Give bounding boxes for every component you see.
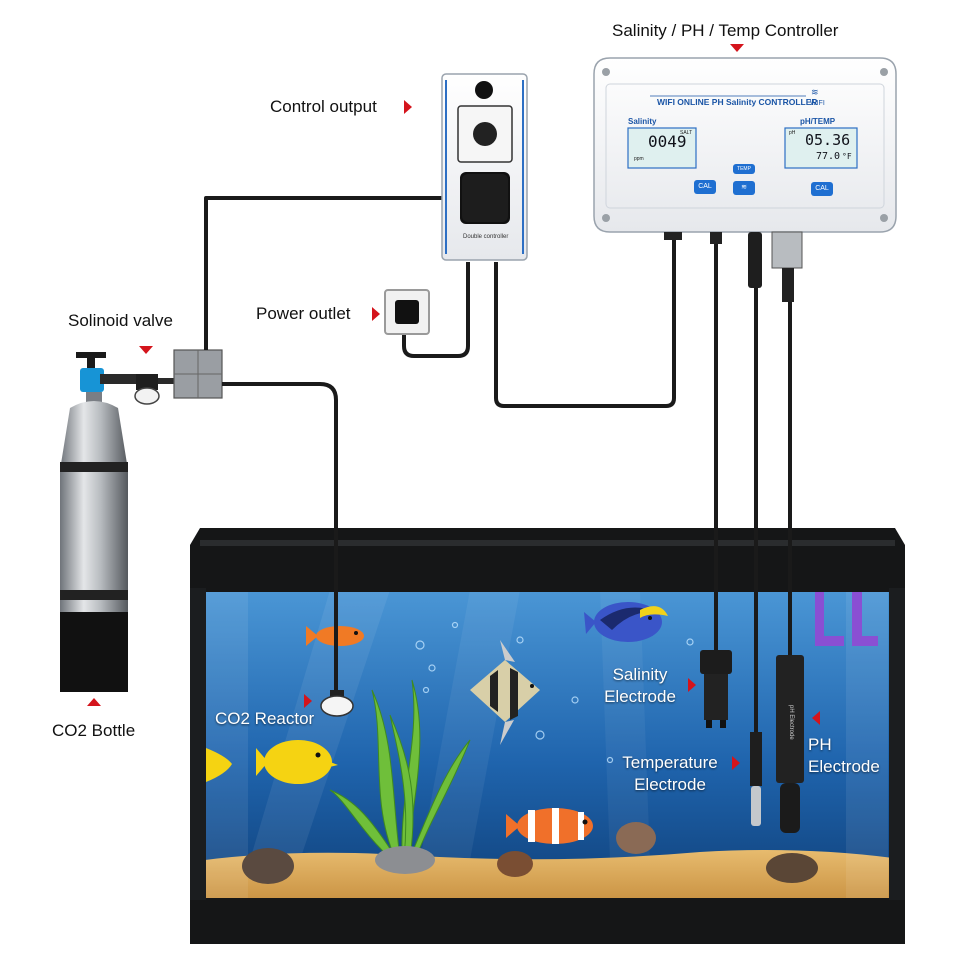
controller-wifi-tag: WIFI xyxy=(810,100,825,107)
rock xyxy=(766,853,818,883)
fish-orange xyxy=(306,626,364,646)
temperature-electrode xyxy=(750,732,762,826)
cable-valve-to-output xyxy=(204,196,470,350)
ph-probe-text: pH Electrode xyxy=(788,705,794,740)
solenoid-valve-label: Solinoid valve xyxy=(68,311,173,330)
cable-output-to-outlet xyxy=(402,262,470,358)
tank-left-post xyxy=(190,588,206,900)
temperature-electrode-label: Temperature Electrode xyxy=(610,752,730,796)
rock xyxy=(497,851,533,877)
light-ray xyxy=(600,590,650,860)
controller-marker xyxy=(730,44,744,52)
ph-electrode xyxy=(776,655,804,833)
tank-glass-left xyxy=(206,592,248,898)
ph-display-value: 05.36 xyxy=(805,131,851,149)
cal-right-button: CAL xyxy=(811,182,833,196)
light-ray xyxy=(250,590,390,860)
tank-base xyxy=(190,898,905,944)
co2-reactor-label: CO2 Reactor xyxy=(215,709,315,728)
ph-electrode-label-line2: Electrode xyxy=(808,757,880,776)
regulator xyxy=(134,374,176,405)
controller-label: Salinity / PH / Temp Controller xyxy=(612,21,839,40)
fish-yellow-edge xyxy=(206,748,232,782)
controller-device xyxy=(593,57,897,302)
temp-display-value: 77.0 xyxy=(816,151,841,162)
salinity-electrode-marker xyxy=(688,678,696,692)
cable-valve-to-reactor xyxy=(222,382,338,700)
solenoid-valve xyxy=(173,349,223,399)
fish-clownfish xyxy=(506,808,593,844)
co2-reactor-marker xyxy=(304,694,312,708)
overflow-pipes xyxy=(815,592,878,646)
bubbles xyxy=(415,621,694,764)
ph-electrode-label: PH Electrode xyxy=(808,734,880,778)
control-output-label: Control output xyxy=(270,97,377,116)
rock xyxy=(375,846,435,874)
power-outlet-marker xyxy=(372,307,380,321)
ph-display-unit: pH xyxy=(789,130,796,136)
fish-yellow-tang xyxy=(256,740,338,784)
power-outlet-label: Power outlet xyxy=(256,304,351,323)
temp-button: TEMP xyxy=(733,164,755,174)
tank-right-post xyxy=(889,588,905,900)
seaweed-plant xyxy=(329,679,471,859)
salinity-display-sub: ppm xyxy=(634,156,644,162)
salinity-display-unit: SALT xyxy=(680,130,693,136)
rock xyxy=(616,822,656,854)
rocks xyxy=(242,822,818,884)
tank-lid xyxy=(190,528,905,592)
tank-lid-edge xyxy=(200,540,895,546)
rock xyxy=(242,848,294,884)
cable-output-to-controller xyxy=(494,232,676,408)
salinity-electrode xyxy=(700,650,732,728)
temp-display-unit: °F xyxy=(842,152,852,161)
co2-reactor xyxy=(320,690,354,717)
control-output-device xyxy=(441,73,528,261)
ph-electrode-marker xyxy=(812,711,820,725)
controller-header: WIFI ONLINE PH Salinity CONTROLLER xyxy=(657,97,818,107)
ph-temp-display-title: pH/TEMP xyxy=(800,117,836,126)
output-device-label: Double controller xyxy=(463,234,509,240)
salinity-electrode-label-line2: Electrode xyxy=(604,687,676,706)
salinity-display-title: Salinity xyxy=(628,117,657,126)
control-output-marker xyxy=(404,100,412,114)
ph-electrode-label-line1: PH xyxy=(808,735,832,754)
salinity-display-value: 0049 xyxy=(648,132,687,151)
co2-bottle xyxy=(60,352,136,692)
cables xyxy=(204,196,792,740)
salinity-electrode-label-line1: Salinity xyxy=(612,665,668,684)
co2-bottle-label: CO2 Bottle xyxy=(52,721,136,740)
temperature-electrode-marker xyxy=(732,756,740,770)
temperature-electrode-label-line2: Electrode xyxy=(634,775,706,794)
power-outlet xyxy=(384,289,430,335)
temperature-electrode-label-line1: Temperature xyxy=(622,753,718,772)
fish-blue-tang xyxy=(584,602,668,642)
salinity-electrode-label: Salinity Electrode xyxy=(596,664,684,708)
cal-left-button: CAL xyxy=(694,180,716,194)
fish-angelfish xyxy=(470,640,540,745)
solenoid-valve-marker xyxy=(139,346,153,354)
co2-bottle-marker xyxy=(87,698,101,706)
wifi-button: ≋ xyxy=(733,181,755,195)
controller-wifi-icon: ≋ xyxy=(811,87,819,97)
